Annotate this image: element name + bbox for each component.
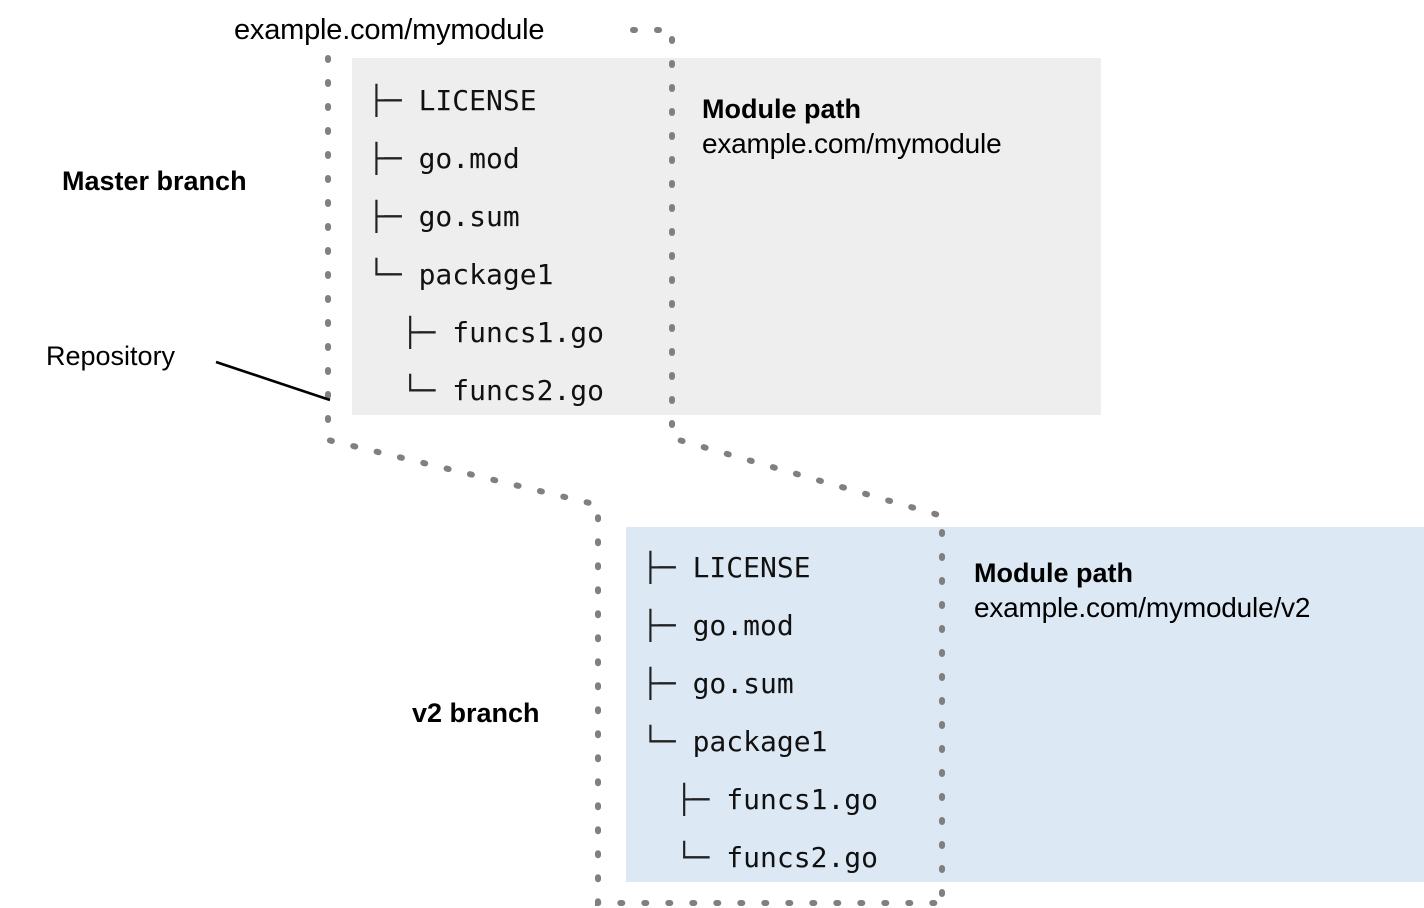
tree-branch-icon: ├─	[401, 316, 453, 349]
tree-branch-icon: └─	[642, 725, 693, 758]
v2-module-path-value: example.com/mymodule/v2	[974, 592, 1311, 623]
tree-entry-name: funcs1.go	[452, 316, 605, 349]
tree-branch-icon: └─	[368, 258, 419, 291]
master-module-path-title: Module path	[702, 94, 861, 124]
tree-branch-icon: ├─	[368, 84, 419, 117]
tree-branch-icon: ├─	[368, 142, 419, 175]
tree-entry-name: go.sum	[418, 200, 520, 233]
tree-entry-name: funcs2.go	[452, 374, 605, 407]
tree-branch-icon: └─	[675, 841, 727, 874]
tree-entry-name: go.sum	[692, 667, 794, 700]
tree-entry-name: package1	[418, 258, 554, 291]
master-tree-entry: └─ package1	[368, 246, 604, 304]
v2-tree-entry: └─ funcs2.go	[642, 829, 878, 887]
tree-branch-icon: └─	[401, 374, 453, 407]
tree-branch-icon: ├─	[642, 551, 693, 584]
tree-branch-icon: ├─	[368, 200, 419, 233]
master-branch-label: Master branch	[62, 166, 247, 196]
tree-branch-icon: ├─	[642, 609, 693, 642]
tree-entry-name: LICENSE	[418, 84, 537, 117]
repository-label: Repository	[46, 341, 176, 371]
master-module-path-callout: Module path example.com/mymodule	[702, 92, 1002, 162]
master-tree-entry: └─ funcs2.go	[368, 362, 604, 420]
tree-entry-name: funcs1.go	[726, 783, 879, 816]
master-file-tree: ├─ LICENSE├─ go.mod├─ go.sum└─ package1 …	[368, 72, 604, 420]
tree-branch-icon: ├─	[675, 783, 727, 816]
tree-entry-name: go.mod	[692, 609, 794, 642]
tree-indent	[642, 841, 676, 874]
v2-tree-entry: └─ package1	[642, 713, 878, 771]
tree-entry-name: funcs2.go	[726, 841, 879, 874]
master-tree-entry: ├─ go.mod	[368, 130, 604, 188]
repository-url-label: example.com/mymodule	[234, 14, 545, 46]
v2-branch-label: v2 branch	[412, 698, 540, 728]
master-tree-entry: ├─ go.sum	[368, 188, 604, 246]
master-tree-entry: ├─ funcs1.go	[368, 304, 604, 362]
v2-file-tree: ├─ LICENSE├─ go.mod├─ go.sum└─ package1 …	[642, 539, 878, 887]
tree-indent	[368, 374, 402, 407]
tree-entry-name: package1	[692, 725, 828, 758]
repository-leader-line	[215, 360, 331, 402]
tree-entry-name: LICENSE	[692, 551, 811, 584]
tree-branch-icon: ├─	[642, 667, 693, 700]
v2-tree-entry: ├─ go.mod	[642, 597, 878, 655]
master-module-path-value: example.com/mymodule	[702, 128, 1002, 159]
v2-module-path-title: Module path	[974, 558, 1133, 588]
v2-tree-entry: ├─ go.sum	[642, 655, 878, 713]
tree-entry-name: go.mod	[418, 142, 520, 175]
v2-tree-entry: ├─ LICENSE	[642, 539, 878, 597]
tree-indent	[368, 316, 402, 349]
master-tree-entry: ├─ LICENSE	[368, 72, 604, 130]
v2-tree-entry: ├─ funcs1.go	[642, 771, 878, 829]
v2-module-path-callout: Module path example.com/mymodule/v2	[974, 556, 1310, 626]
tree-indent	[642, 783, 676, 816]
